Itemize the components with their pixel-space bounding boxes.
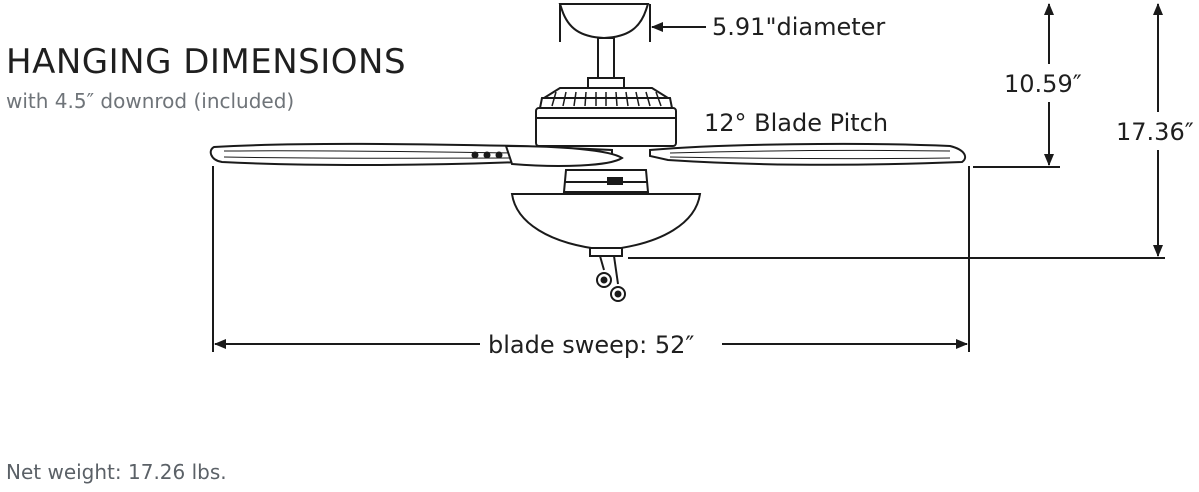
overall-height-label: 17.36″ (1116, 118, 1194, 146)
diagram-title: HANGING DIMENSIONS (6, 42, 407, 82)
fan-blade-right (649, 142, 967, 166)
fan-downrod (587, 37, 625, 89)
fan-canopy (558, 3, 650, 40)
fan-blade-iron (504, 144, 624, 167)
height-to-blade-label: 10.59″ (1004, 70, 1082, 98)
blade-pitch-label: 12° Blade Pitch (704, 109, 889, 137)
fan-switch-housing (562, 169, 650, 193)
canopy-diameter-guides (559, 4, 651, 42)
fan-motor-housing (535, 87, 677, 147)
canopy-diameter-label: 5.91"diameter (712, 13, 886, 41)
diagram-subtitle: with 4.5″ downrod (included) (6, 89, 295, 113)
blade-sweep-label: blade sweep: 52″ (486, 330, 697, 360)
fan-light-kit-bowl (510, 193, 702, 257)
fan-pull-chains (596, 255, 626, 302)
height-reference-lines (628, 166, 1165, 259)
net-weight-text: Net weight: 17.26 lbs. (6, 460, 227, 484)
